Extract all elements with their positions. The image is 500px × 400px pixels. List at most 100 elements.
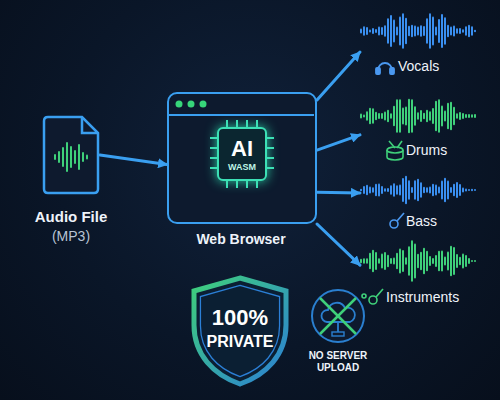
window-dot (200, 101, 207, 108)
waveform-bar (459, 28, 461, 34)
waveform-bar (58, 151, 60, 163)
waveform-bar (471, 114, 473, 117)
server-icon (332, 332, 344, 336)
waveform-bars (360, 99, 476, 134)
waveform-bar (468, 25, 470, 38)
stem-label: Instruments (386, 289, 486, 305)
waveform-bar (405, 257, 407, 264)
waveform-bar (417, 26, 419, 35)
chip-pin (256, 120, 258, 127)
waveform-bar (465, 255, 467, 267)
waveform-bar (441, 251, 443, 272)
waveform-bar (435, 26, 437, 35)
waveform-bar (420, 110, 422, 122)
waveform-bar (366, 111, 368, 120)
waveform-bar (393, 257, 395, 264)
waveform-bar (381, 254, 383, 269)
waveform-bar (453, 107, 455, 125)
waveform-bar (399, 99, 401, 132)
chip-pin (236, 181, 238, 188)
window-dot (188, 101, 195, 108)
waveform-bar (366, 258, 368, 263)
waveform-bar (378, 113, 380, 119)
waveform-bar (360, 189, 362, 191)
waveform-bar (471, 26, 473, 35)
stem-waveform: Vocals (360, 10, 478, 52)
waveform-bar (375, 184, 377, 196)
waveform-bar (393, 183, 395, 196)
waveform-bar (402, 13, 404, 49)
ai-chip: AIWASM (217, 127, 267, 181)
waveform-bar (375, 252, 377, 270)
waveform-bar (363, 26, 365, 36)
guitar-body (390, 220, 398, 228)
waveform-bar (462, 113, 464, 119)
waveform-bar (393, 106, 395, 126)
waveform-bar (453, 26, 455, 37)
waveform-bar (381, 186, 383, 194)
stem-label: Vocals (398, 58, 478, 74)
waveform-bar (444, 257, 446, 266)
browser-window: Web BrowserAIWASM (167, 92, 317, 224)
waveform-bar (474, 189, 476, 191)
window-title-bar (169, 114, 314, 116)
waveform-bar (399, 249, 401, 274)
waveform-bar (405, 18, 407, 44)
waveform-bar (414, 180, 416, 200)
waveform-bar (369, 29, 371, 32)
waveform-bar (465, 189, 467, 192)
waveform-bar (426, 251, 428, 272)
chip-pin (226, 181, 228, 188)
wave-shape (360, 175, 478, 205)
waveform-bar (387, 255, 389, 267)
guitar-neck (397, 213, 404, 221)
headphones-cup (376, 68, 380, 74)
waveform-bar (387, 188, 389, 192)
chip-pin (226, 120, 228, 127)
drum-icon (387, 141, 403, 160)
waveform-bar (372, 187, 374, 193)
waveform-bar (399, 17, 401, 46)
waveform-bar (378, 258, 380, 263)
guitar-icon (362, 289, 383, 304)
flow-arrow (317, 135, 360, 150)
chip-pin (210, 147, 217, 149)
waveform-bar (414, 106, 416, 126)
cloud-link (337, 322, 339, 332)
chip-pin (236, 120, 238, 127)
badge-circle (312, 290, 364, 342)
waveform-bar (387, 110, 389, 122)
waveform-bar (444, 178, 446, 202)
music-note (362, 294, 366, 298)
bass-guitar-icon (390, 213, 404, 228)
waveform-bar (432, 108, 434, 124)
stem-label: Drums (406, 142, 486, 158)
waveform-bar (74, 150, 76, 164)
waveform-bar (468, 258, 470, 264)
waveform-bar (453, 247, 455, 275)
waveform-bar (435, 101, 437, 132)
document-outline (44, 117, 98, 193)
waveform-bar (411, 240, 413, 281)
chip-pin (246, 120, 248, 127)
waveform-bar (468, 114, 470, 118)
waveform-bar (438, 19, 440, 43)
waveform-bar (471, 260, 473, 262)
waveform-bar (405, 176, 407, 204)
headphones-cup (390, 68, 394, 74)
waveform-bar (432, 258, 434, 264)
flow-arrow (317, 191, 360, 195)
waveform-bar (381, 113, 383, 119)
waveform-bar (411, 187, 413, 193)
shield-label: PRIVATE (190, 333, 290, 351)
waveform-bar (441, 106, 443, 127)
waveform-bar (423, 187, 425, 193)
waveform-bar (441, 14, 443, 48)
chip-pins (210, 120, 274, 188)
waveform-bar (399, 184, 401, 195)
waveform-bar (444, 17, 446, 45)
waveform-bar (372, 108, 374, 123)
waveform-bar (411, 25, 413, 37)
waveform-bar (381, 27, 383, 35)
